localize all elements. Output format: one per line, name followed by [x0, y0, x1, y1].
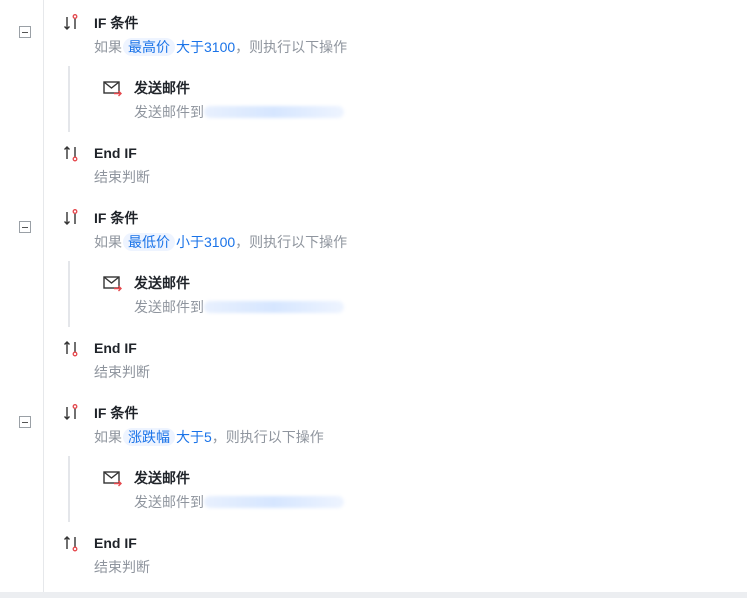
send-mail-icon	[102, 78, 122, 98]
end-if-desc: 结束判断	[94, 364, 150, 380]
if-title: IF 条件	[94, 210, 139, 226]
end-if-desc: 结束判断	[94, 559, 150, 575]
condition-op-value[interactable]: 大于3100	[176, 39, 236, 55]
action-desc: 发送邮件到	[134, 493, 344, 511]
end-if-desc: 结束判断	[94, 169, 150, 185]
branch-end-icon	[62, 533, 82, 553]
if-condition: 如果涨跌幅大于5，则执行以下操作	[94, 428, 324, 446]
redacted-email	[204, 495, 344, 508]
redacted-email	[204, 300, 344, 313]
branch-start-icon	[62, 208, 82, 228]
action-title: 发送邮件	[134, 80, 190, 96]
condition-prefix: 如果	[94, 429, 122, 445]
collapse-toggle[interactable]	[19, 221, 31, 233]
condition-op-value[interactable]: 小于3100	[176, 234, 236, 250]
end-if-title: End IF	[94, 340, 137, 356]
condition-suffix: ，则执行以下操作	[235, 234, 348, 250]
condition-op-value[interactable]: 大于5	[176, 429, 212, 445]
condition-field-tag[interactable]: 最高价	[123, 38, 175, 56]
action-desc: 发送邮件到	[134, 103, 344, 121]
child-branch-line	[68, 261, 70, 327]
condition-suffix: ，则执行以下操作	[211, 429, 324, 445]
action-desc-text: 发送邮件到	[134, 299, 204, 315]
child-branch-line	[68, 66, 70, 132]
send-mail-icon	[102, 468, 122, 488]
if-condition: 如果最低价小于3100，则执行以下操作	[94, 233, 347, 251]
bottom-scroll-bar	[0, 592, 747, 598]
action-desc: 发送邮件到	[134, 298, 344, 316]
collapse-toggle[interactable]	[19, 416, 31, 428]
if-title: IF 条件	[94, 405, 139, 421]
action-title: 发送邮件	[134, 275, 190, 291]
redacted-email	[204, 105, 344, 118]
branch-start-icon	[62, 13, 82, 33]
condition-prefix: 如果	[94, 39, 122, 55]
condition-field-tag[interactable]: 涨跌幅	[123, 428, 175, 446]
branch-start-icon	[62, 403, 82, 423]
if-block-1: IF 条件 如果最高价大于3100，则执行以下操作 发送邮件 发送邮件到 End…	[0, 0, 747, 195]
action-title: 发送邮件	[134, 470, 190, 486]
if-condition: 如果最高价大于3100，则执行以下操作	[94, 38, 347, 56]
child-branch-line	[68, 456, 70, 522]
condition-suffix: ，则执行以下操作	[235, 39, 348, 55]
end-if-title: End IF	[94, 145, 137, 161]
tree-guide-line	[43, 0, 44, 592]
action-desc-text: 发送邮件到	[134, 104, 204, 120]
end-if-title: End IF	[94, 535, 137, 551]
if-title: IF 条件	[94, 15, 139, 31]
condition-prefix: 如果	[94, 234, 122, 250]
collapse-toggle[interactable]	[19, 26, 31, 38]
if-block-3: IF 条件 如果涨跌幅大于5，则执行以下操作 发送邮件 发送邮件到 End IF…	[0, 390, 747, 585]
branch-end-icon	[62, 143, 82, 163]
send-mail-icon	[102, 273, 122, 293]
action-desc-text: 发送邮件到	[134, 494, 204, 510]
branch-end-icon	[62, 338, 82, 358]
if-block-2: IF 条件 如果最低价小于3100，则执行以下操作 发送邮件 发送邮件到 End…	[0, 195, 747, 390]
condition-field-tag[interactable]: 最低价	[123, 233, 175, 251]
